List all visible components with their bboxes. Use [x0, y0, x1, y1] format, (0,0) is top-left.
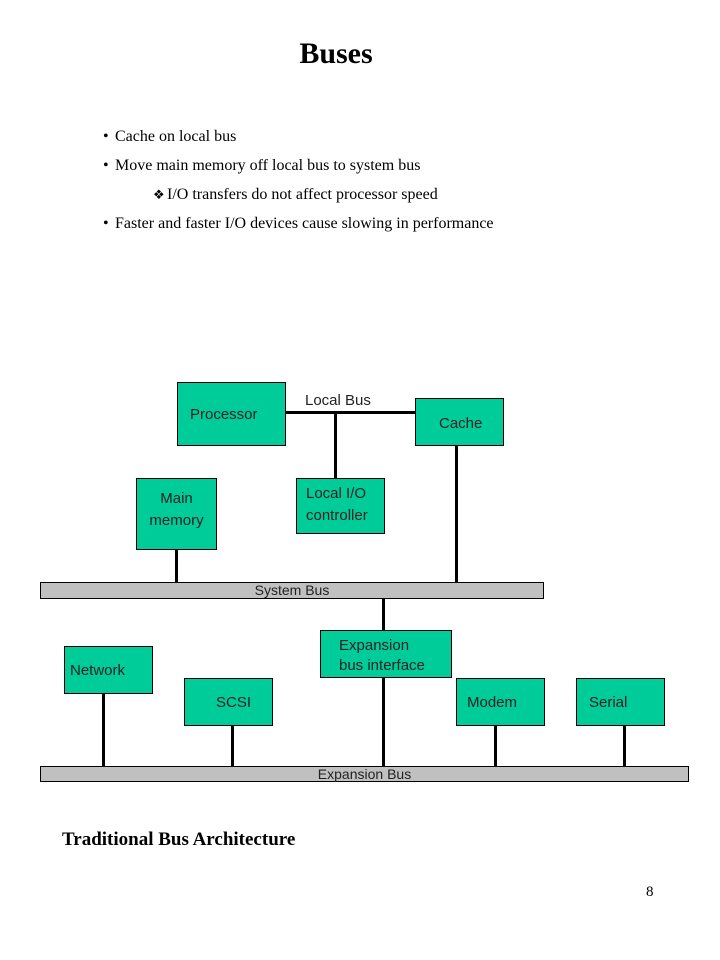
main-memory-label-2: memory — [149, 512, 204, 529]
cache-system-connector — [455, 446, 458, 582]
cache-label: Cache — [439, 415, 483, 432]
diagram-caption: Traditional Bus Architecture — [62, 829, 296, 850]
memory-system-connector — [175, 550, 178, 582]
expansion-bus-interface-box: Expansion bus interface — [320, 630, 452, 678]
expansion-bus: Expansion Bus — [40, 766, 689, 782]
modem-label: Modem — [467, 694, 518, 711]
diamond-bullet-icon: ❖ — [153, 187, 165, 202]
page-number: 8 — [646, 884, 654, 900]
scsi-box: SCSI — [184, 678, 273, 726]
local-io-label-1: Local I/O — [306, 485, 367, 502]
bullet-marker: • — [103, 215, 109, 232]
modem-connector — [494, 726, 497, 766]
bullet-text: I/O transfers do not affect processor sp… — [167, 186, 438, 203]
bullet-item: • Faster and faster I/O devices cause slo… — [103, 214, 494, 234]
main-memory-box: Main memory — [136, 478, 217, 550]
network-label: Network — [70, 662, 126, 679]
expansion-bus-label: Expansion Bus — [317, 766, 412, 782]
cache-box: Cache — [415, 398, 504, 446]
bullet-text: Move main memory off local bus to system… — [115, 157, 421, 174]
system-bus: System Bus — [40, 582, 544, 599]
expansion-if-label-2: bus interface — [339, 657, 425, 674]
page-title: Buses — [299, 37, 373, 70]
serial-connector — [623, 726, 626, 766]
bullet-item: • Cache on local bus — [103, 127, 236, 147]
serial-label: Serial — [589, 694, 628, 711]
serial-box: Serial — [576, 678, 665, 726]
system-bus-label: System Bus — [254, 582, 330, 598]
main-memory-label-1: Main — [160, 490, 193, 507]
processor-label: Processor — [190, 406, 258, 423]
bullet-marker: • — [103, 128, 109, 145]
sub-bullet-item: ❖I/O transfers do not affect processor s… — [153, 185, 438, 205]
modem-box: Modem — [456, 678, 545, 726]
expansion-if-bus-connector — [382, 678, 385, 766]
network-box: Network — [64, 646, 153, 694]
scsi-connector — [231, 726, 234, 766]
bullet-marker: • — [103, 157, 109, 174]
local-io-connector — [334, 412, 337, 480]
local-bus-label: Local Bus — [305, 392, 371, 409]
system-expansion-if-connector — [382, 598, 385, 630]
bullet-text: Faster and faster I/O devices cause slow… — [115, 215, 494, 232]
bullet-text: Cache on local bus — [115, 128, 237, 145]
scsi-label: SCSI — [216, 694, 252, 711]
local-bus-line — [286, 411, 416, 414]
bullet-item: • Move main memory off local bus to syste… — [103, 156, 420, 176]
expansion-if-label-1: Expansion — [339, 637, 410, 654]
network-connector — [102, 694, 105, 766]
processor-box: Processor — [177, 382, 286, 446]
local-io-label-2: controller — [306, 507, 368, 524]
local-io-controller-box: Local I/O controller — [296, 478, 385, 534]
